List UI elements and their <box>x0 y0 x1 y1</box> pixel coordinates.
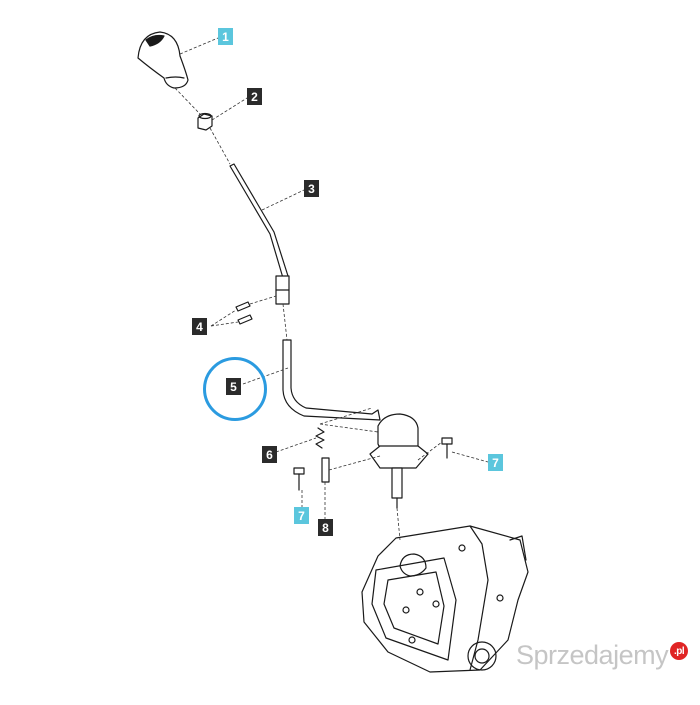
highlight-circle <box>203 357 267 421</box>
bolt-right <box>441 437 453 459</box>
upper-shift-lever <box>229 163 290 305</box>
pins <box>235 301 253 325</box>
callout-4: 4 <box>192 318 207 335</box>
lever-housing <box>369 413 429 509</box>
callout-1: 1 <box>218 28 233 45</box>
gearbox-housing <box>361 525 529 673</box>
callout-3: 3 <box>304 180 319 197</box>
lower-shift-lever <box>282 339 381 421</box>
callout-2: 2 <box>247 88 262 105</box>
watermark: Sprzedajemy .pl <box>516 640 689 671</box>
callout-5: 5 <box>226 378 241 395</box>
bushing <box>197 112 213 131</box>
callout-7-left: 7 <box>294 507 309 524</box>
spring <box>315 427 325 449</box>
watermark-text: Sprzedajemy <box>516 640 669 670</box>
watermark-badge: .pl <box>670 642 689 660</box>
rod <box>321 457 330 483</box>
shift-knob <box>137 31 189 89</box>
callout-7-right: 7 <box>488 454 503 471</box>
bolt-left <box>293 467 305 491</box>
callout-8: 8 <box>318 519 333 536</box>
leader-lines <box>174 37 489 541</box>
callout-6: 6 <box>262 446 277 463</box>
